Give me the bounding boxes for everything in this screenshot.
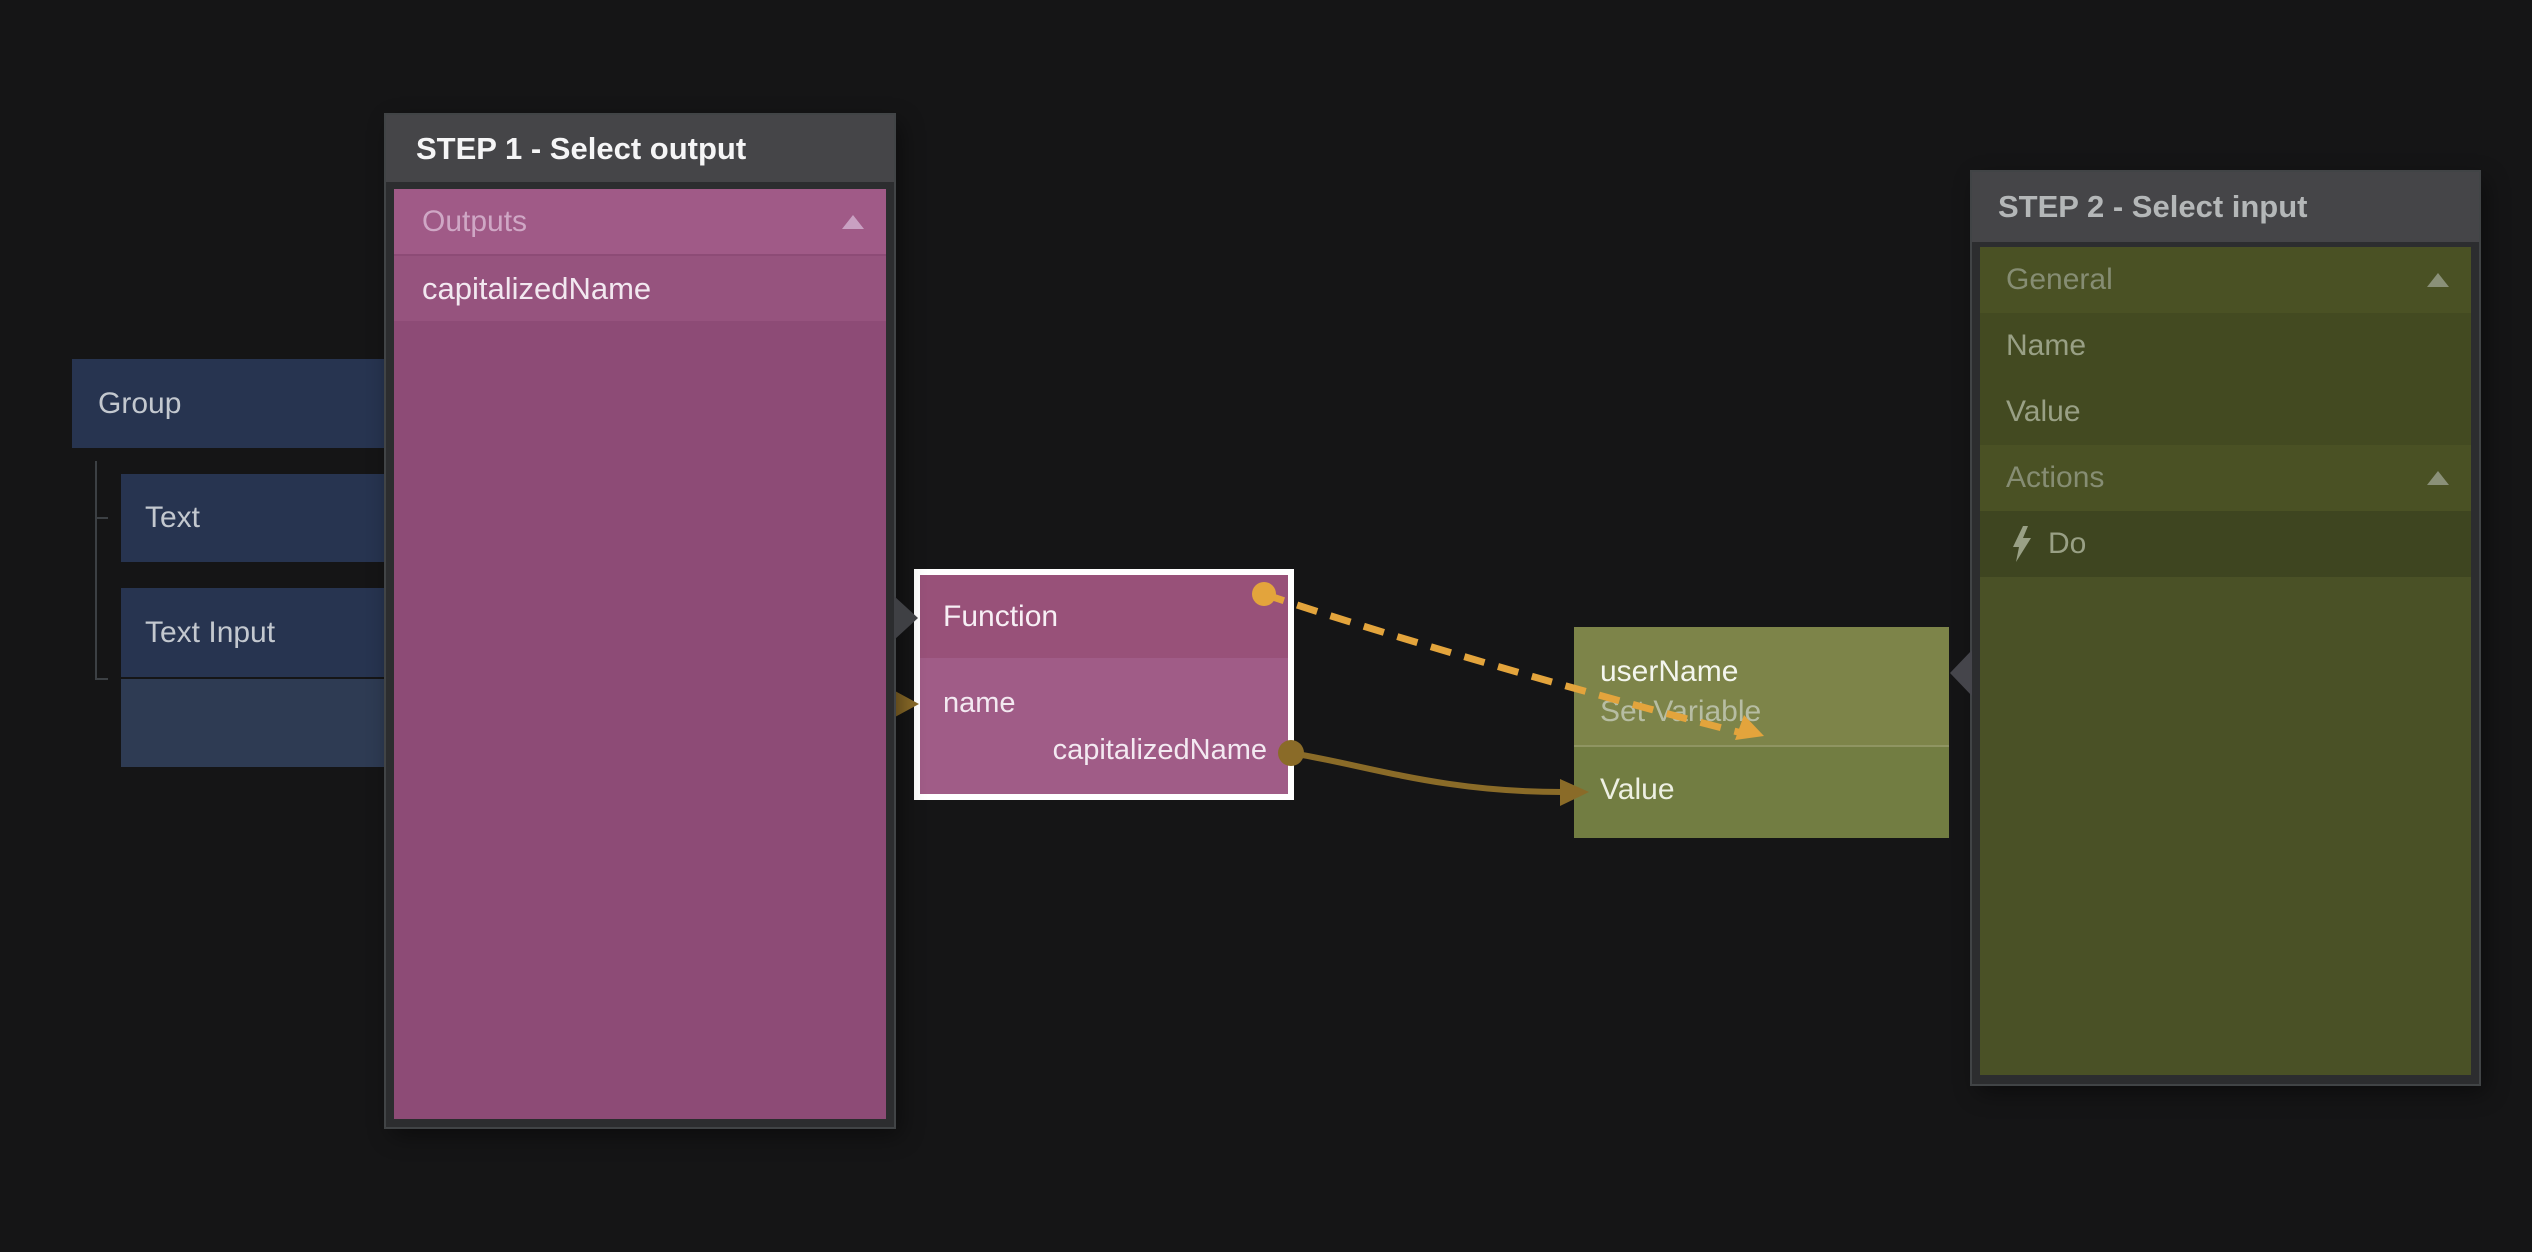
step2-pointer-marker — [1950, 650, 1972, 696]
tree-node-label: Group — [98, 386, 182, 420]
function-node[interactable]: Function name capitalizedName — [914, 569, 1294, 800]
step2-panel: STEP 2 - Select input General Name Value… — [1972, 172, 2479, 1084]
function-output-capitalizedname[interactable]: capitalizedName — [1052, 734, 1267, 766]
input-item-label: Do — [2048, 527, 2087, 560]
set-variable-node-body: Value — [1574, 747, 1949, 836]
step2-panel-body: General Name Value Actions Do — [1980, 247, 2471, 1075]
actions-section-label: Actions — [2006, 461, 2105, 494]
outputs-section-label: Outputs — [422, 204, 528, 238]
input-item-label: Value — [2006, 395, 2081, 428]
lightning-icon — [2013, 526, 2031, 562]
general-section-label: General — [2006, 263, 2113, 296]
function-node-title: Function — [943, 599, 1059, 633]
output-item-capitalizedname[interactable]: capitalizedName — [394, 256, 886, 321]
tree-node-text[interactable]: Text — [121, 474, 420, 562]
step1-panel: STEP 1 - Select output Outputs capitaliz… — [386, 115, 894, 1127]
tree-node-group[interactable]: Group — [72, 359, 422, 448]
collapse-arrow-icon[interactable] — [2427, 471, 2449, 485]
tree-node-label: Text Input — [145, 615, 276, 649]
input-item-value[interactable]: Value — [1980, 379, 2471, 445]
input-item-label: Name — [2006, 329, 2087, 362]
step2-panel-titlebar: STEP 2 - Select input — [1972, 172, 2479, 242]
step2-panel-title: STEP 2 - Select input — [1998, 189, 2308, 224]
tree-connector-line — [95, 461, 97, 680]
tree-node-label: Text — [145, 501, 201, 534]
step1-panel-title: STEP 1 - Select output — [416, 130, 747, 166]
input-item-do[interactable]: Do — [1980, 511, 2471, 577]
function-input-name[interactable]: name — [943, 687, 1016, 719]
step1-panel-body: Outputs capitalizedName — [394, 189, 886, 1119]
input-item-name[interactable]: Name — [1980, 313, 2471, 379]
step1-panel-titlebar: STEP 1 - Select output — [386, 115, 894, 182]
set-variable-input-value[interactable]: Value — [1600, 773, 1675, 806]
actions-section-row[interactable]: Actions — [1980, 445, 2471, 511]
set-variable-node-subtitle: Set Variable — [1600, 695, 1762, 728]
value-connection-line[interactable] — [1290, 750, 1563, 795]
function-node-body: name capitalizedName — [920, 658, 1288, 794]
tree-connector-tick — [95, 678, 108, 680]
tree-node-partial[interactable] — [121, 679, 396, 767]
set-variable-node-title: userName — [1600, 655, 1739, 688]
collapse-arrow-icon[interactable] — [842, 214, 864, 229]
set-variable-node-header[interactable]: userName Set Variable — [1574, 627, 1949, 747]
tree-connector-tick — [95, 517, 108, 519]
general-section-row[interactable]: General — [1980, 247, 2471, 313]
collapse-arrow-icon[interactable] — [2427, 273, 2449, 287]
function-node-header[interactable]: Function — [920, 575, 1288, 658]
set-variable-node[interactable]: userName Set Variable Value — [1574, 627, 1949, 838]
output-item-label: capitalizedName — [422, 270, 652, 306]
outputs-section-row[interactable]: Outputs — [394, 189, 886, 254]
step1-pointer-marker — [894, 596, 918, 640]
tree-node-text-input[interactable]: Text Input — [121, 588, 420, 677]
